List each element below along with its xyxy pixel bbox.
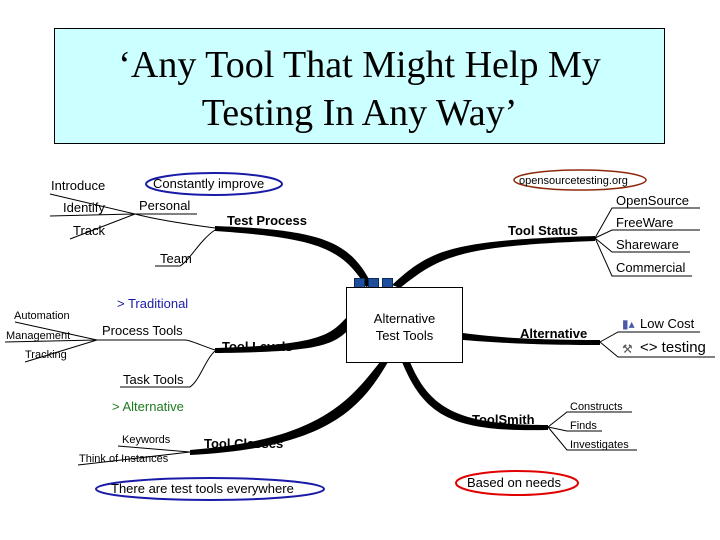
node-toolsmith: ToolSmith [472, 412, 535, 427]
title-line-2: Testing In Any Way’ [201, 92, 518, 134]
node-team: Team [160, 251, 192, 266]
node-track: Track [73, 223, 106, 238]
node-alternative-right: Alternative [520, 326, 588, 341]
node-process-tools: Process Tools [102, 323, 183, 338]
node-freeware: FreeWare [616, 215, 674, 230]
title-box: ‘Any Tool That Might Help My Testing In … [54, 28, 665, 144]
node-tool-status: Tool Status [508, 223, 578, 238]
node-opensourcetesting: opensourcetesting.org [519, 175, 628, 187]
title-line-1: ‘Any Tool That Might Help My [118, 44, 601, 86]
node-think-of-instances: Think of Instances [79, 453, 169, 465]
center-line-1: Alternative [373, 311, 436, 326]
center-node: Alternative Test Tools [346, 287, 463, 363]
node-shareware: Shareware [616, 237, 679, 252]
branch-tool-classes [190, 362, 388, 455]
node-constructs: Constructs [570, 401, 623, 413]
node-identify: Identify [63, 200, 105, 215]
node-introduce: Introduce [51, 178, 106, 193]
node-task-tools: Task Tools [123, 372, 184, 387]
node-not-testing: <> testing [640, 339, 706, 356]
node-automation: Automation [14, 310, 70, 322]
node-management: Management [6, 330, 71, 342]
node-test-process: Test Process [227, 213, 307, 228]
branch-alternative [463, 333, 600, 345]
node-keywords: Keywords [122, 434, 171, 446]
node-tool-levels: Tool Levels [222, 339, 293, 354]
highlight-opensourcetesting [513, 169, 647, 191]
node-low-cost: Low Cost [640, 316, 695, 331]
branch-tool-status [392, 236, 595, 288]
branch-tool-levels [215, 318, 352, 353]
highlight-test-tools-everywhere [95, 477, 325, 501]
node-finds: Finds [570, 420, 597, 432]
center-line-2: Test Tools [375, 328, 434, 343]
node-tool-classes: Tool Classes [204, 436, 284, 451]
branch-test-process [215, 226, 372, 287]
highlight-constantly-improve [145, 172, 283, 196]
node-constantly-improve: Constantly improve [153, 176, 265, 191]
node-investigates: Investigates [570, 439, 629, 451]
node-alternative-left: > Alternative [112, 399, 184, 414]
node-tracking: Tracking [25, 349, 67, 361]
tools-icon: ⚒ [622, 342, 633, 356]
node-based-on-needs: Based on needs [467, 475, 561, 490]
branch-toolsmith [402, 362, 548, 431]
node-opensource: OpenSource [616, 193, 689, 208]
node-traditional: > Traditional [117, 296, 189, 311]
node-personal: Personal [139, 198, 191, 213]
node-there-are-test-tools: There are test tools everywhere [111, 481, 294, 496]
node-commercial: Commercial [616, 260, 686, 275]
factory-icon: ▮▴ [622, 317, 635, 331]
highlight-based-on-needs [455, 470, 579, 496]
